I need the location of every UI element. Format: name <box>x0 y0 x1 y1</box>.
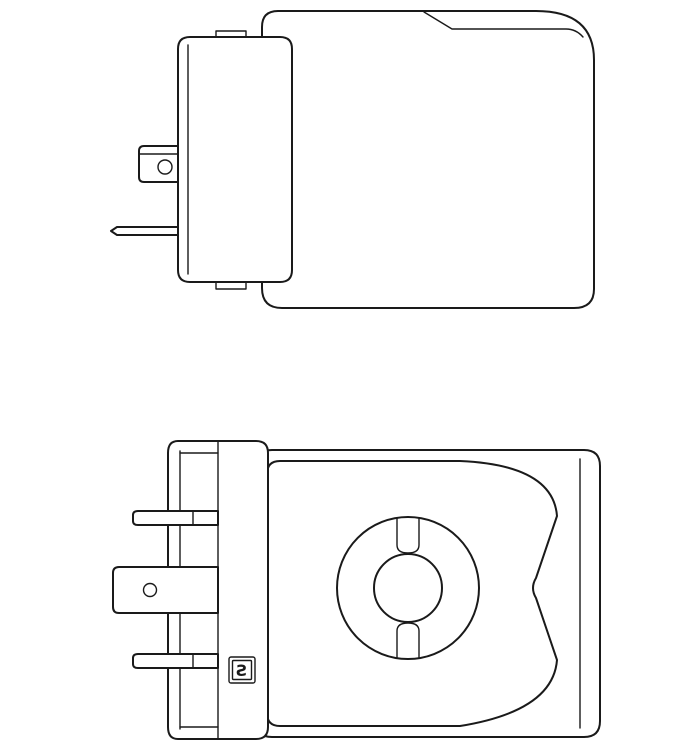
logo-mark-icon: Ƨ <box>236 661 248 680</box>
logo-inner-frame <box>231 659 253 681</box>
logo-outer-frame <box>228 656 256 684</box>
coil-body-side <box>261 10 595 309</box>
armature-hole <box>373 553 443 623</box>
terminal-hole <box>157 159 173 175</box>
ground-terminal-hole <box>142 582 158 598</box>
ring-key-slot-bottom <box>396 622 420 659</box>
pin-terminal-side <box>110 226 181 236</box>
side-view <box>110 10 595 309</box>
connector-housing-side <box>177 36 293 283</box>
flat-terminal-bottom <box>132 653 219 669</box>
manufacturer-logo: Ƨ <box>228 656 256 684</box>
body-chamfer-edge <box>423 11 584 38</box>
ground-terminal <box>112 566 219 614</box>
flat-terminal-top <box>132 510 219 526</box>
ring-key-slot-top <box>396 517 420 554</box>
top-view: Ƨ <box>112 440 601 740</box>
